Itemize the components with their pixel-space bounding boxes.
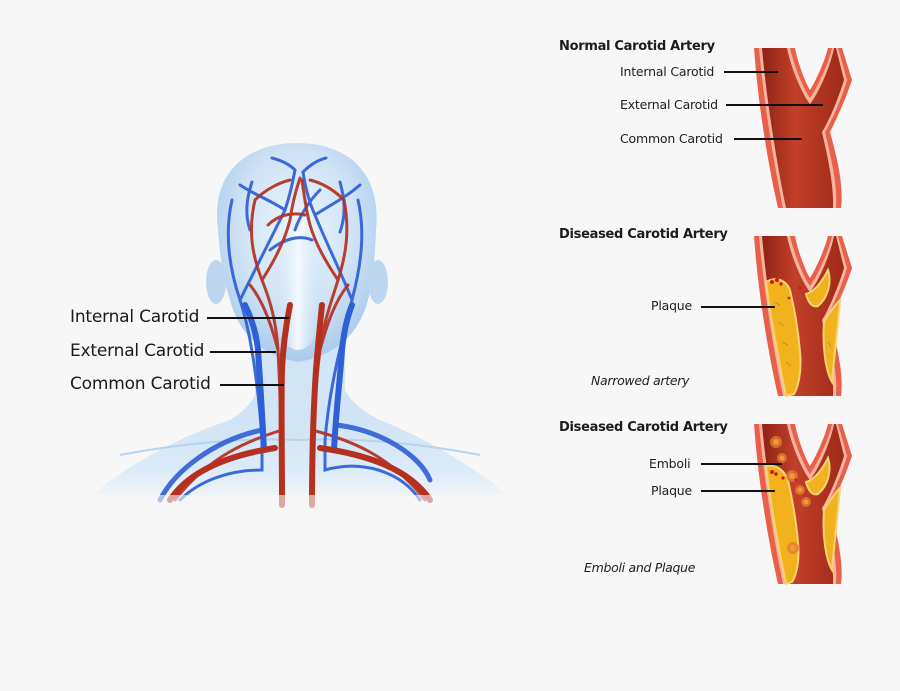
label-internal-carotid: Internal Carotid bbox=[620, 64, 715, 79]
label-emboli: Emboli bbox=[649, 456, 691, 471]
leader-line bbox=[701, 463, 782, 465]
panel-title: Diseased Carotid Artery bbox=[559, 420, 728, 435]
emboli-artery-drawing bbox=[754, 424, 852, 586]
head-label-common-carotid: Common Carotid bbox=[70, 374, 211, 394]
head-neck-drawing bbox=[80, 143, 520, 508]
leader-line bbox=[701, 490, 775, 492]
leader-line bbox=[701, 306, 775, 308]
leader-line bbox=[210, 351, 276, 353]
label-plaque: Plaque bbox=[651, 298, 693, 313]
leader-line bbox=[220, 384, 284, 386]
head-label-internal-carotid: Internal Carotid bbox=[70, 307, 200, 327]
normal-artery-drawing bbox=[754, 48, 852, 208]
label-common-carotid: Common Carotid bbox=[620, 131, 723, 146]
caption-emboli-and-plaque: Emboli and Plaque bbox=[584, 560, 696, 575]
emboli-particles bbox=[770, 436, 811, 554]
panel-title: Diseased Carotid Artery bbox=[559, 227, 728, 242]
leader-line bbox=[726, 104, 823, 106]
label-plaque: Plaque bbox=[651, 483, 693, 498]
label-external-carotid: External Carotid bbox=[620, 97, 718, 112]
caption-narrowed-artery: Narrowed artery bbox=[591, 373, 690, 388]
leader-line bbox=[724, 71, 778, 73]
panel-title: Normal Carotid Artery bbox=[559, 39, 715, 54]
head-label-external-carotid: External Carotid bbox=[70, 341, 205, 361]
narrowed-artery-drawing bbox=[754, 236, 852, 398]
leader-line bbox=[734, 138, 802, 140]
leader-line bbox=[207, 317, 289, 319]
head-neck-illustration: Internal Carotid External Carotid Common… bbox=[70, 143, 520, 508]
